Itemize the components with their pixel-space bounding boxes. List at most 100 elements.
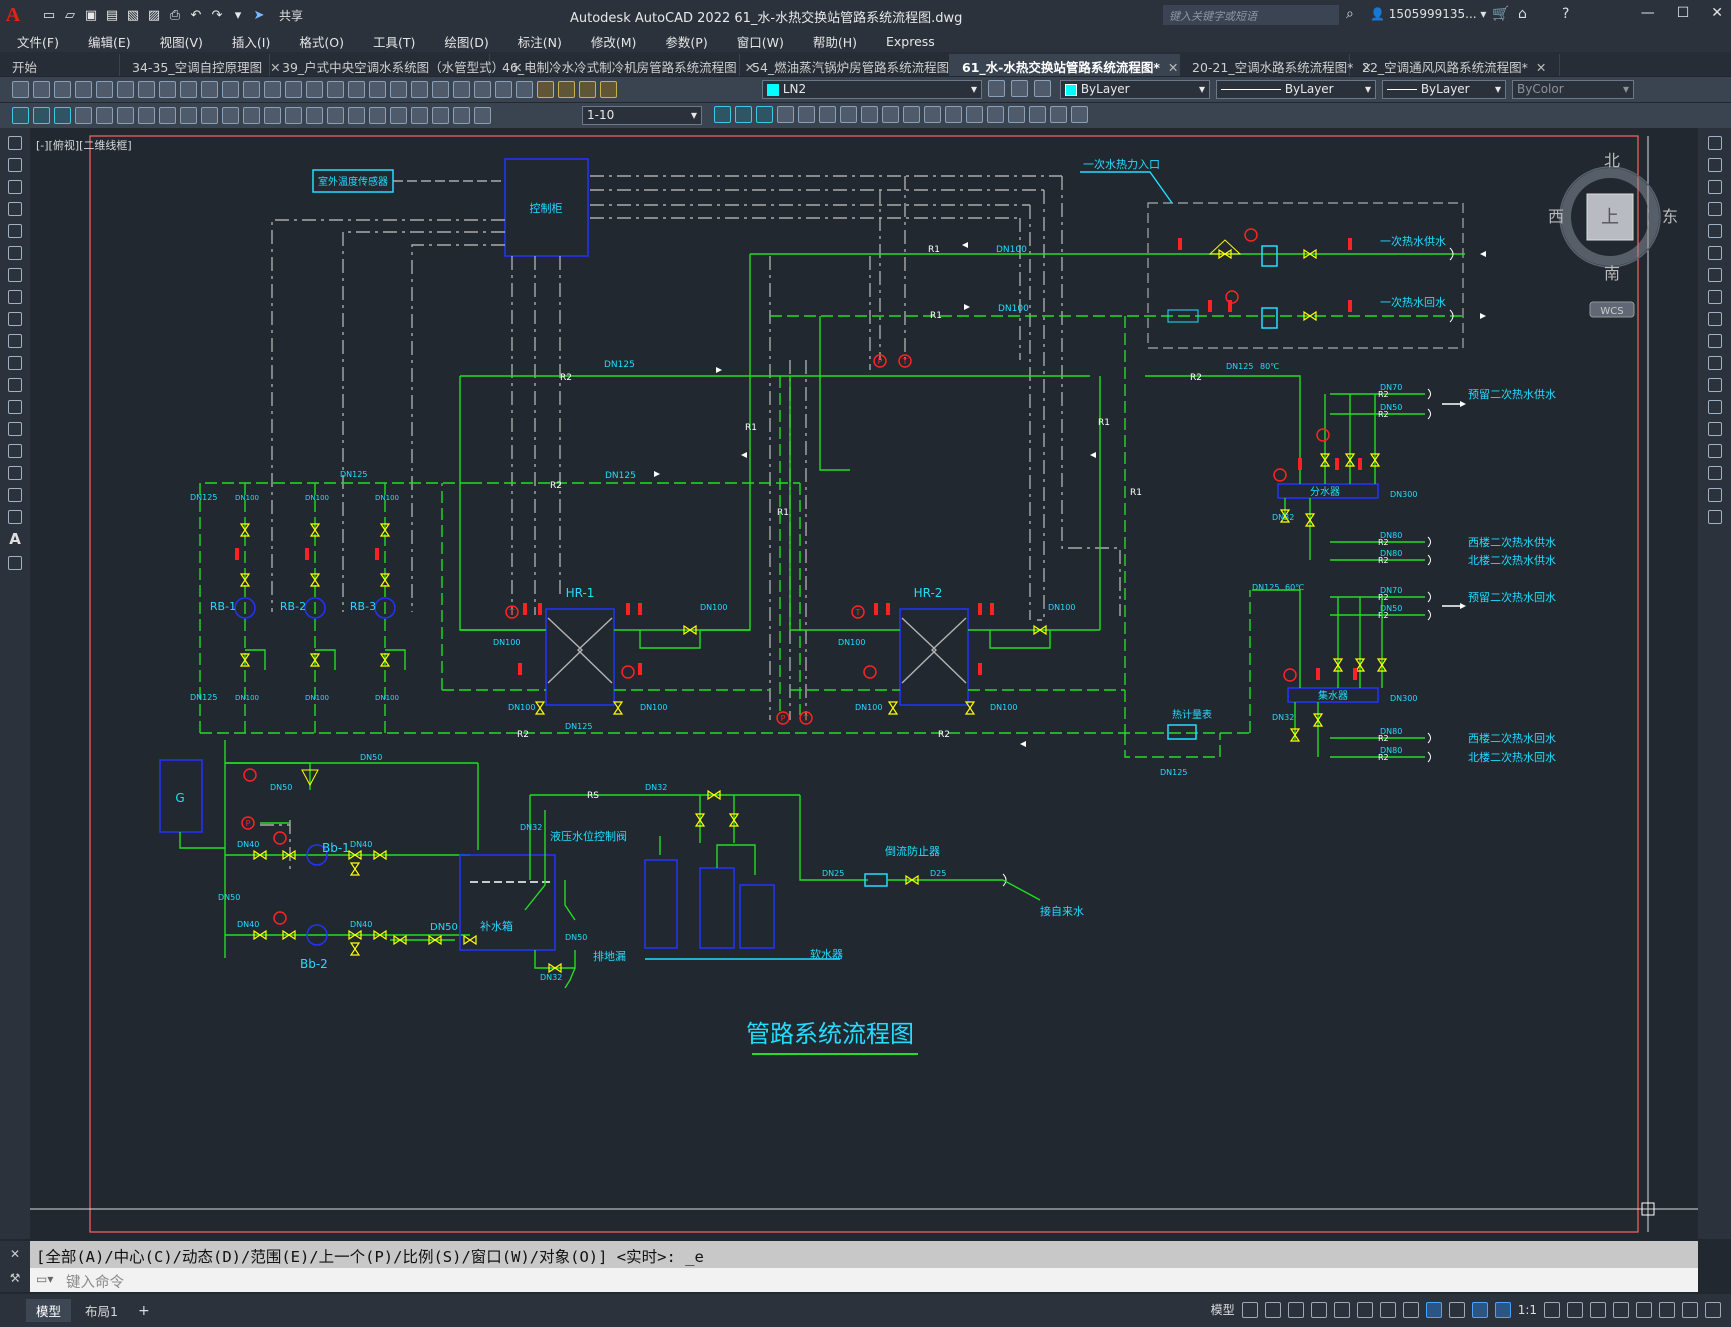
layer-on-icon[interactable] (558, 81, 575, 98)
menu-item-6[interactable]: 绘图(D) (444, 34, 489, 50)
layer-properties-icon[interactable] (537, 81, 554, 98)
layer-off-icon[interactable] (777, 106, 794, 123)
quickcalc-icon[interactable] (495, 81, 512, 98)
redo-tool-icon[interactable] (285, 81, 302, 98)
layer-tools-icon[interactable] (714, 106, 731, 123)
construction-line-icon[interactable] (8, 158, 22, 172)
pan-icon[interactable] (306, 81, 323, 98)
circle-icon[interactable] (8, 268, 22, 282)
dim-angular-icon[interactable] (222, 107, 239, 124)
file-tab-6[interactable]: 20-21_空调水路系统流程图*✕ (1180, 54, 1372, 76)
dim-update-icon[interactable] (474, 107, 491, 124)
layer-previous-icon[interactable] (1011, 80, 1028, 97)
hardware-acceleration-icon[interactable] (1659, 1301, 1675, 1318)
workspace-gear-icon[interactable] (1544, 1301, 1560, 1318)
layer-unlock-icon[interactable] (903, 106, 920, 123)
layer-change-icon[interactable] (987, 106, 1004, 123)
erase-icon[interactable] (1707, 136, 1722, 150)
customize-status-icon[interactable] (1705, 1301, 1721, 1318)
layer-state-icon[interactable] (1050, 106, 1067, 123)
explode-icon[interactable] (1707, 510, 1722, 524)
dim-scale-dropdown[interactable]: 1-10▾ (582, 106, 702, 125)
share-icon[interactable]: ➤ (253, 7, 265, 23)
save-file-icon[interactable] (54, 81, 71, 98)
share-label[interactable]: 共享 (279, 8, 304, 23)
dim-aligned-icon[interactable] (96, 107, 113, 124)
undo-icon[interactable]: ↶ (190, 7, 202, 23)
revcloud-icon[interactable] (8, 290, 22, 304)
clean-screen-icon[interactable] (1682, 1301, 1698, 1318)
extend-icon[interactable] (1707, 356, 1722, 370)
cut-icon[interactable] (159, 81, 176, 98)
grid-icon[interactable] (1241, 1301, 1258, 1318)
infer-icon[interactable] (1287, 1301, 1304, 1318)
menu-item-3[interactable]: 插入(I) (231, 34, 271, 50)
close-tab-icon[interactable]: ✕ (1535, 60, 1547, 75)
menu-item-1[interactable]: 编辑(E) (87, 34, 131, 50)
plot-icon[interactable]: ⎙ (169, 7, 181, 23)
layer-uniso-icon[interactable] (756, 106, 773, 123)
dim-diameter-icon[interactable] (201, 107, 218, 124)
offset-icon[interactable] (1707, 202, 1722, 216)
add-selected-icon[interactable] (8, 556, 22, 570)
close-tab-icon[interactable]: ✕ (744, 60, 756, 75)
file-tab-3[interactable]: 46_电制冷水冷式制冷机房管路系统流程图✕ (490, 54, 755, 76)
plotstyle-dropdown[interactable]: ByColor▾ (1512, 80, 1634, 99)
array-icon[interactable] (1707, 224, 1722, 238)
dim-jogged-icon[interactable] (180, 107, 197, 124)
layer-lock2-icon[interactable] (882, 106, 899, 123)
chamfer-icon[interactable] (1707, 444, 1722, 458)
autocad-logo-icon[interactable]: A (5, 3, 21, 26)
layer-walk-icon[interactable] (798, 106, 815, 123)
lineweight-display-icon[interactable] (1448, 1301, 1465, 1318)
layer-iso-icon[interactable] (735, 106, 752, 123)
new-icon[interactable]: ▭ (42, 7, 56, 23)
blend-icon[interactable] (1707, 488, 1722, 502)
selection-cycling-icon[interactable] (1425, 1301, 1442, 1318)
isolate-objects-icon[interactable] (1636, 1301, 1652, 1318)
sheet-set-icon[interactable] (453, 81, 470, 98)
rotate-icon[interactable] (1707, 268, 1722, 282)
block-editor-icon[interactable] (243, 81, 260, 98)
model-space-button[interactable]: 模型 (1210, 1303, 1235, 1317)
copy-icon[interactable] (180, 81, 197, 98)
arc-icon[interactable] (8, 246, 22, 260)
save-web-icon[interactable]: ▨ (147, 7, 161, 23)
menu-item-5[interactable]: 工具(T) (372, 34, 416, 50)
preview-icon[interactable] (96, 81, 113, 98)
rectangle-icon[interactable] (8, 224, 22, 238)
break-point-icon[interactable] (1707, 378, 1722, 392)
color-dropdown[interactable]: ByLayer▾ (1060, 80, 1210, 99)
object-snap-tracking-icon[interactable] (1379, 1301, 1396, 1318)
move-icon[interactable] (1707, 246, 1722, 260)
polyline-icon[interactable] (8, 180, 22, 194)
ellipse-icon[interactable] (8, 334, 22, 348)
menu-item-10[interactable]: 窗口(W) (736, 34, 784, 50)
customize-command-icon[interactable]: ⚒ (9, 1271, 21, 1285)
menu-item-4[interactable]: 格式(O) (299, 34, 344, 50)
help-tool-icon[interactable] (516, 81, 533, 98)
save-as-icon[interactable]: ▤ (105, 7, 119, 23)
menu-item-9[interactable]: 参数(P) (665, 34, 708, 50)
menu-item-12[interactable]: Express (885, 33, 935, 49)
help-button[interactable]: ? (1562, 6, 1570, 22)
quick-properties-icon[interactable] (1613, 1301, 1629, 1318)
annotation-scale[interactable]: 1:1 (1517, 1302, 1537, 1317)
region-icon[interactable] (8, 488, 22, 502)
close-command-icon[interactable]: ✕ (9, 1247, 21, 1261)
publish-icon[interactable] (117, 81, 134, 98)
markup-icon[interactable] (474, 81, 491, 98)
command-line-handle[interactable]: ✕ ⚒ (0, 1241, 30, 1292)
trim-icon[interactable] (1707, 334, 1722, 348)
scale-icon[interactable] (1707, 290, 1722, 304)
table-icon[interactable] (8, 510, 22, 524)
menu-item-0[interactable]: 文件(F) (17, 34, 59, 50)
properties-icon[interactable] (390, 81, 407, 98)
table-style-icon[interactable] (54, 107, 71, 124)
minimize-icon[interactable]: — (1640, 5, 1655, 21)
make-current-layer-icon[interactable] (988, 80, 1005, 97)
redo-icon[interactable]: ↷ (211, 7, 223, 23)
dim-radius-icon[interactable] (159, 107, 176, 124)
zoom-previous-icon[interactable] (369, 81, 386, 98)
